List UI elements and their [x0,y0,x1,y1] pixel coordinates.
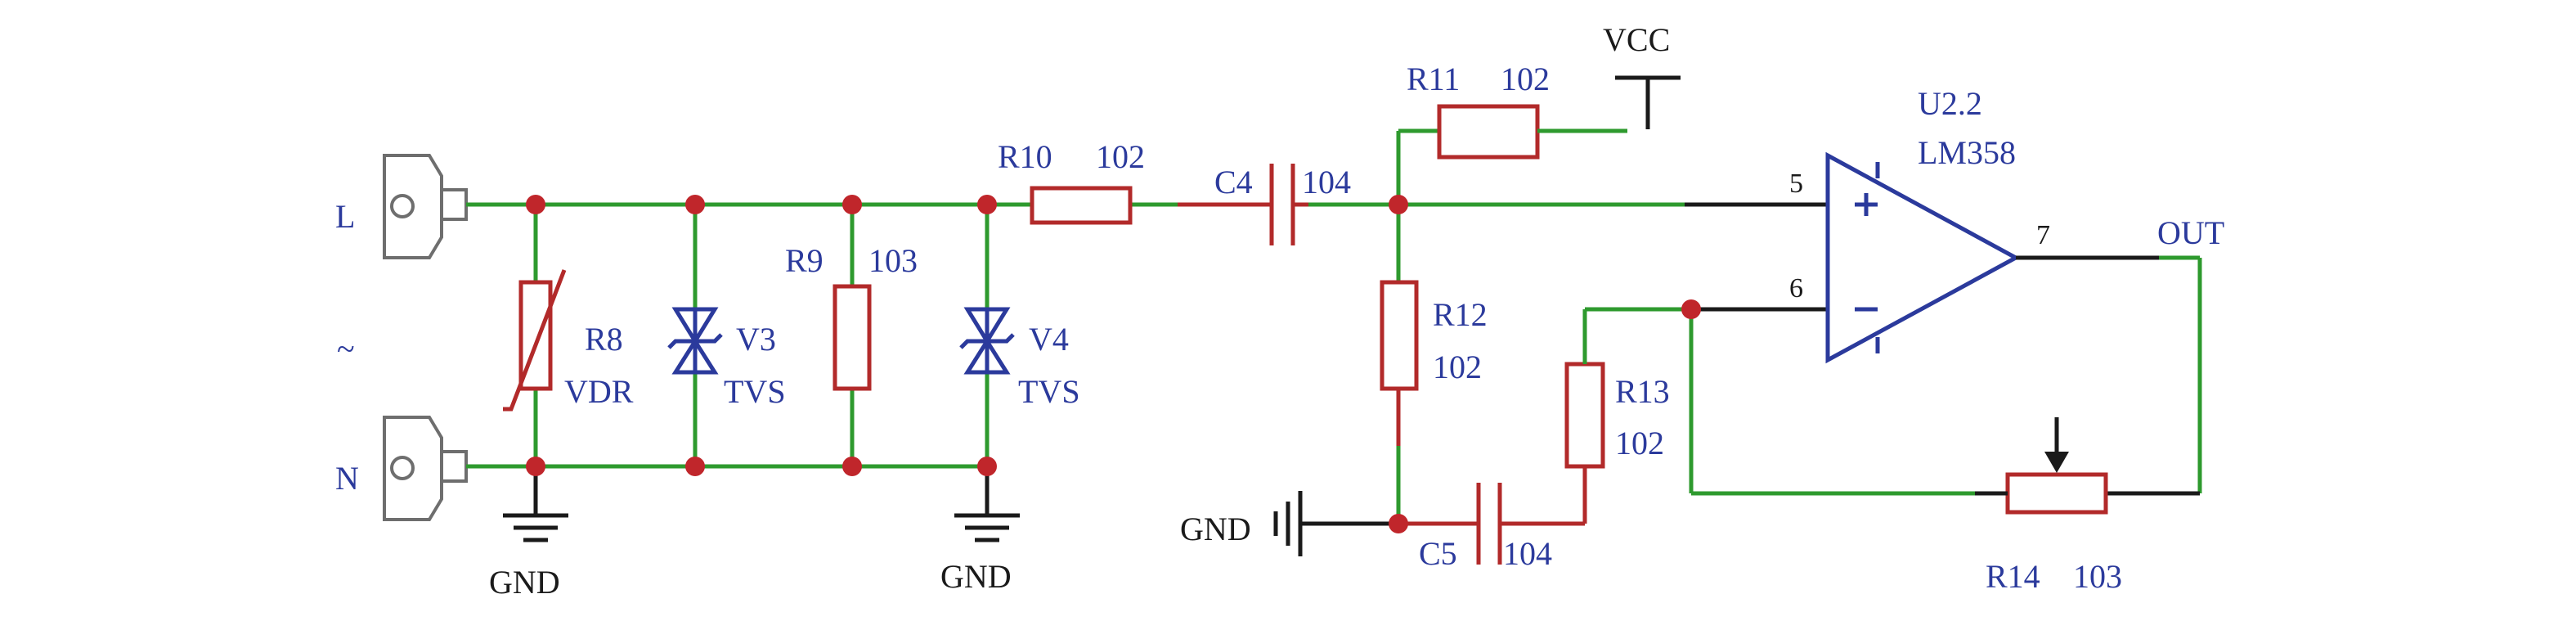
c5-ref-label: C5 [1419,535,1457,572]
r9-resistor-symbol [832,284,872,391]
out-label: OUT [2157,214,2224,251]
gnd-left-icon [503,513,568,542]
r14-potentiometer-symbol [2005,472,2108,515]
r14-ref-label: R14 [1986,558,2040,595]
pin6-label: 6 [1789,273,1803,304]
terminal-n-connector-icon [383,416,468,521]
terminal-l-connector-icon [383,154,468,259]
junction-dot [977,457,997,476]
c4-ref-label: C4 [1214,164,1253,200]
junction-dot [526,457,545,476]
r13-ref-label: R13 [1615,373,1670,410]
r11-ref-label: R11 [1407,61,1460,97]
v3-ref-label: V3 [736,321,776,358]
r14-wiper-arrow-icon [2044,417,2069,473]
gnd-c5-icon [1273,491,1303,556]
r12-resistor-symbol [1380,280,1419,391]
junction-dot [842,195,862,214]
terminal-n-label: N [335,460,359,497]
r8-varistor-symbol [503,269,567,412]
r14-value-label: 103 [2073,558,2122,595]
junction-dot [685,195,705,214]
r12-ref-label: R12 [1433,296,1488,333]
junction-dot [842,457,862,476]
c4-capacitor-symbol [1269,164,1295,245]
opamp-u22-symbol [1825,151,2021,364]
junction-dot [977,195,997,214]
v4-tvs-diode-symbol [959,307,1015,375]
c5-value-label: 104 [1503,535,1552,572]
r8-value-label: VDR [564,373,634,410]
junction-dot [526,195,545,214]
gnd-mid-icon [954,513,1020,542]
v4-ref-label: V4 [1029,321,1069,358]
r11-resistor-symbol [1437,104,1540,160]
r10-ref-label: R10 [998,138,1052,175]
opamp-value-label: LM358 [1918,134,2016,171]
r10-resistor-symbol [1030,186,1133,225]
r8-ref-label: R8 [585,321,623,358]
r13-resistor-symbol [1564,362,1605,469]
c4-value-label: 104 [1302,164,1351,200]
r13-value-label: 102 [1615,425,1664,461]
opamp-ref-label: U2.2 [1918,85,1982,122]
gnd-c5-label: GND [1180,511,1251,547]
junction-dot [1681,299,1701,319]
junction-dot [1389,514,1408,533]
r9-ref-label: R9 [785,242,824,279]
c5-capacitor-symbol [1476,483,1502,565]
gnd-left-label: GND [489,564,560,601]
terminal-tilde-label: ~ [337,331,355,367]
v3-value-label: TVS [724,373,786,410]
vcc-label: VCC [1603,21,1670,58]
r10-value-label: 102 [1096,138,1145,175]
r9-value-label: 103 [868,242,918,279]
v3-tvs-diode-symbol [667,307,723,375]
r11-value-label: 102 [1501,61,1550,97]
pin7-label: 7 [2036,220,2050,250]
r12-value-label: 102 [1433,349,1482,385]
pin5-label: 5 [1789,169,1803,199]
gnd-mid-label: GND [940,558,1012,595]
v4-value-label: TVS [1018,373,1080,410]
junction-dot [685,457,705,476]
junction-dot [1389,195,1408,214]
terminal-l-label: L [335,198,355,235]
